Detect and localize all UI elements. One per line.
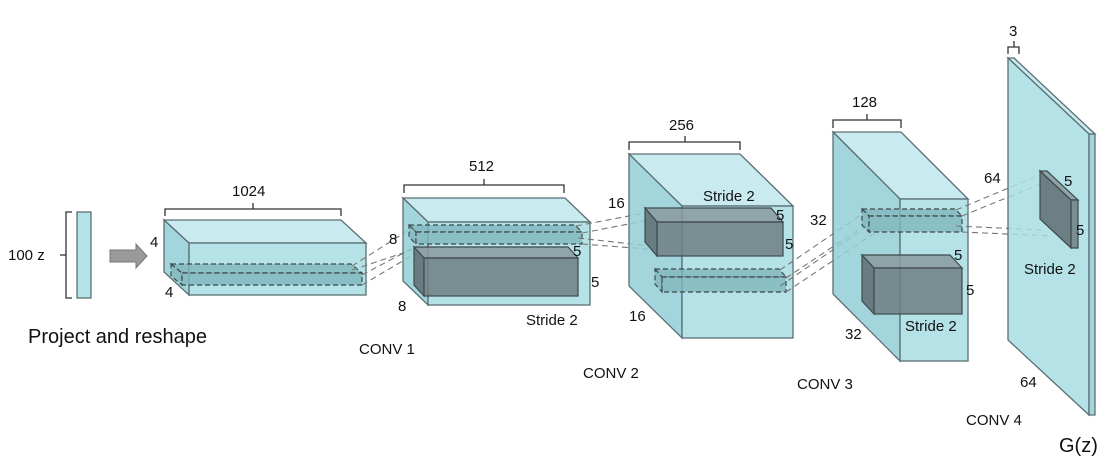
input-z: 100 z Project and reshape (8, 211, 207, 348)
project-depth-label: 4 (165, 284, 173, 301)
conv2-kernel-a: 5 (776, 207, 784, 224)
conv2-block: 256 16 16 Stride 2 5 5 CONV 2 (583, 117, 795, 382)
conv1-width-label: 512 (469, 158, 494, 175)
conv3-width-label: 128 (852, 94, 877, 111)
conv4-name: CONV 4 (966, 412, 1022, 429)
conv4-kernel-b: 5 (1076, 222, 1084, 239)
conv2-name: CONV 2 (583, 365, 639, 382)
conv2-height-label: 16 (608, 195, 625, 212)
conv2-kernel-b: 5 (785, 236, 793, 253)
z-vector (76, 211, 92, 299)
input-label: 100 z (8, 247, 45, 264)
conv4-stride: Stride 2 (1024, 261, 1076, 278)
project-height-label: 4 (150, 234, 158, 251)
conv1-stride: Stride 2 (526, 312, 578, 329)
input-bracket (65, 211, 72, 299)
conv3-height-label: 32 (810, 212, 827, 229)
conv3-kernel-a: 5 (954, 247, 962, 264)
project-caption: Project and reshape (28, 326, 207, 348)
conv1-kernel-b: 5 (591, 274, 599, 291)
conv3-stride: Stride 2 (905, 318, 957, 335)
conv1-block: 512 8 8 5 5 Stride 2 CONV 1 (359, 158, 599, 358)
conv3-kernel-b: 5 (966, 282, 974, 299)
conv4-kernel-a: 5 (1064, 173, 1072, 190)
conv1-name: CONV 1 (359, 341, 415, 358)
conv1-depth-label: 8 (398, 298, 406, 315)
arrow-icon (109, 242, 148, 270)
conv3-name: CONV 3 (797, 376, 853, 393)
conv4-height-label: 64 (984, 170, 1001, 187)
conv4-depth-label: 64 (1020, 374, 1037, 391)
conv2-depth-label: 16 (629, 308, 646, 325)
conv3-block: 128 32 32 5 5 Stride 2 CONV 3 (797, 94, 974, 393)
conv4-width-label: 3 (1009, 23, 1017, 40)
project-block: 1024 4 4 (150, 183, 368, 301)
conv2-width-label: 256 (669, 117, 694, 134)
conv1-kernel-a: 5 (573, 243, 581, 260)
project-width-label: 1024 (232, 183, 265, 200)
conv4-block: 3 64 64 5 5 Stride 2 CONV 4 (966, 23, 1097, 429)
output-label: G(z) (1059, 435, 1098, 457)
conv2-stride: Stride 2 (703, 188, 755, 205)
conv3-depth-label: 32 (845, 326, 862, 343)
conv1-height-label: 8 (389, 231, 397, 248)
